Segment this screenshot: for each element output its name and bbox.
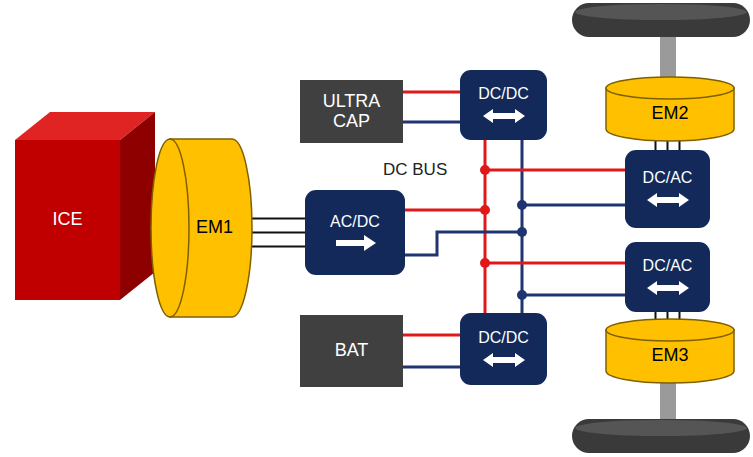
connector [403,335,460,367]
rectifier-box: AC/DC [305,190,405,275]
node-label: BAT [335,341,369,361]
node-label: DC/DC [478,85,529,103]
arrow-symbol [481,351,527,369]
battery-box: BAT [300,315,403,387]
node-label: EM3 [605,346,735,366]
inverter-box: DC/AC [625,150,710,228]
node-label: DC/AC [643,257,693,275]
wheel-top [572,3,750,80]
junction-dots [480,165,527,300]
motor-cylinder: EM1 [150,138,255,318]
motor-cylinder: EM2 [605,76,735,142]
node-label: EM1 [196,218,233,238]
converter-box: DC/DC [460,70,547,140]
arrow-symbol [481,107,527,125]
node-label: AC/DC [330,213,380,231]
node-label: DC/DC [478,329,529,347]
node-label: EM2 [605,104,735,124]
connector [403,92,460,122]
bus-label: DC BUS [383,160,447,180]
motor-cylinder: EM3 [605,318,735,384]
converter-box: DC/DC [460,313,547,385]
wheel-bottom [572,382,750,453]
arrow-symbol [332,234,378,252]
engine-box: ICE [15,140,120,300]
ultracap-box: ULTRA CAP [300,80,403,143]
node-label: DC/AC [643,169,693,187]
arrow-symbol [645,191,691,209]
arrow-symbol [645,279,691,297]
inverter-box: DC/AC [625,242,710,312]
node-label: ULTRA CAP [314,92,389,132]
node-label: ICE [52,210,82,230]
